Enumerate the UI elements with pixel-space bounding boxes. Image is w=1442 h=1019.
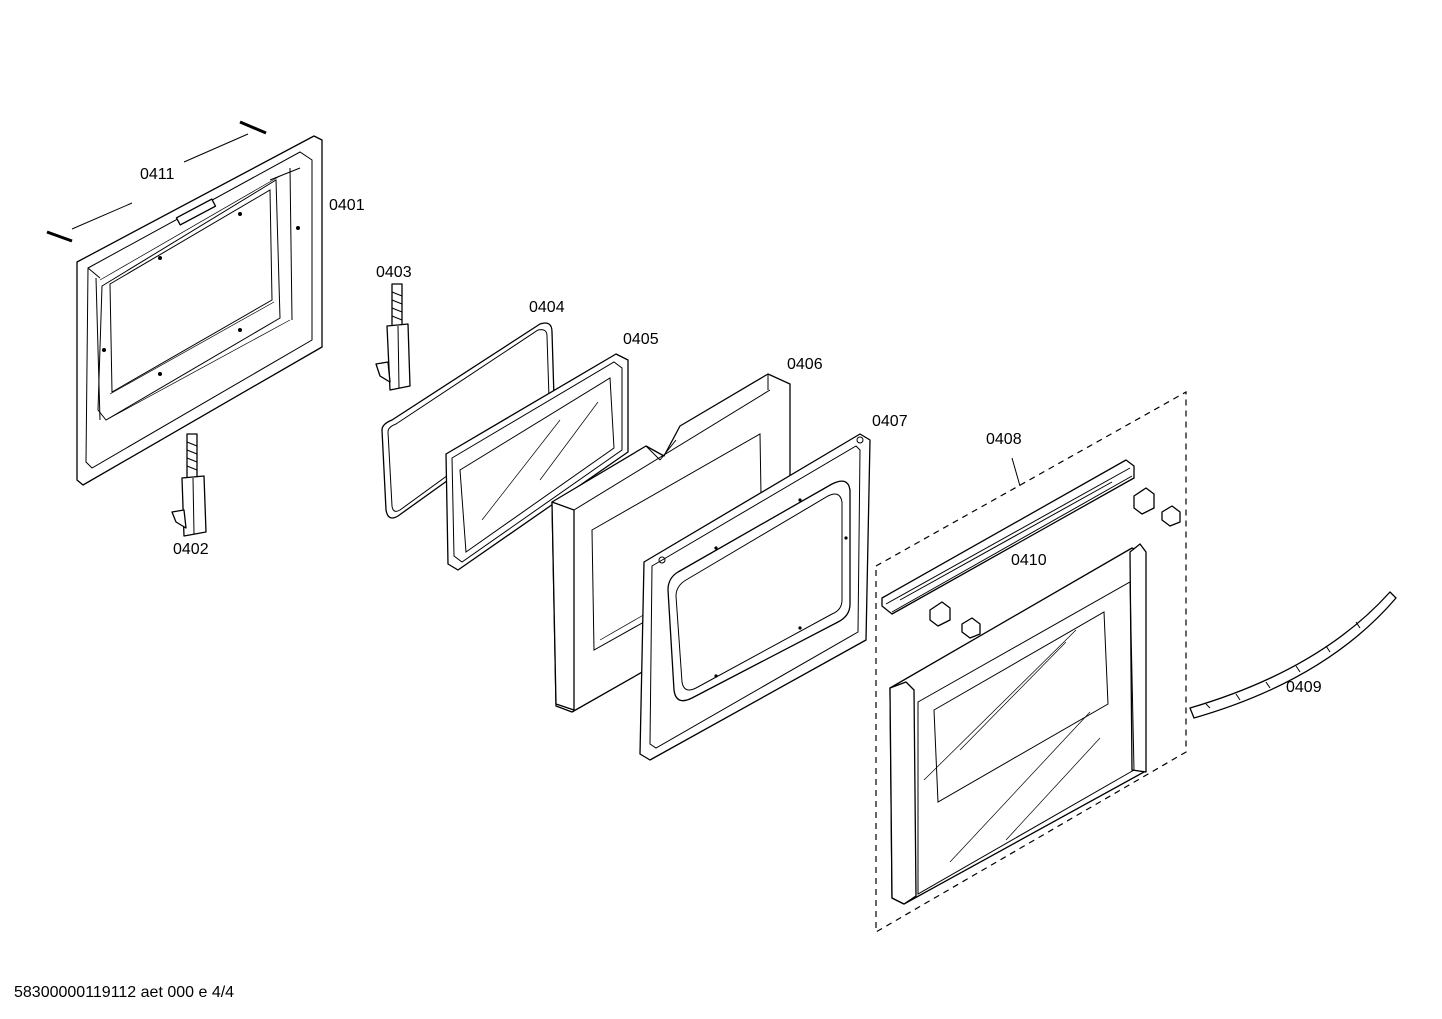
part-0402-hinge [171,433,207,537]
label-0402: 0402 [173,541,209,558]
label-0409: 0409 [1286,679,1322,696]
label-0410: 0410 [1011,552,1047,569]
assembly-boundary [875,390,1187,934]
part-0407-inner-panel [639,433,871,761]
label-0403: 0403 [376,264,412,281]
outer-door [889,543,1147,905]
label-0406: 0406 [787,356,823,373]
part-0403-hinge [375,283,411,391]
part-0408-top-trim [881,457,1135,615]
label-0411: 0411 [140,166,175,183]
label-0401: 0401 [329,197,365,214]
label-0408: 0408 [986,431,1022,448]
part-0410-caps [929,487,1181,639]
diagram-reference-footer: 58300000119112 aet 000 e 4/4 [14,984,235,1001]
part-0405-glass-panel [445,353,629,571]
label-0407: 0407 [872,413,908,430]
label-0405: 0405 [623,331,659,348]
part-0406-insulation-frame [551,373,791,713]
part-0411-pins [46,120,267,243]
part-0409-handle [1189,591,1397,719]
part-0401-inner-frame [76,135,323,486]
label-0404: 0404 [529,299,565,316]
